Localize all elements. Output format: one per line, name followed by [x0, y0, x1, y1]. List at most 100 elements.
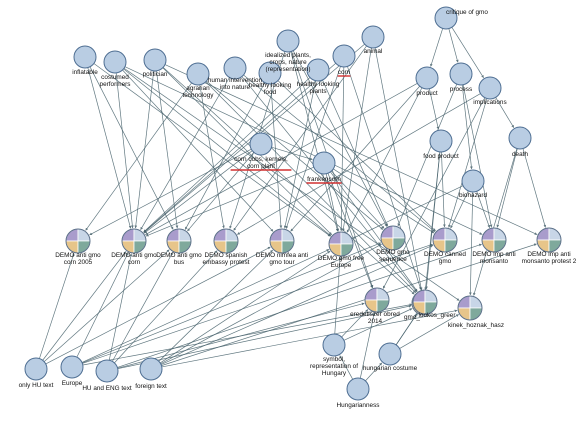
label-europe: Europe [62, 380, 83, 387]
node-circle [223, 56, 247, 80]
node-d_free[interactable] [328, 231, 354, 257]
node-healthyplants[interactable] [306, 58, 330, 82]
pie-outline [380, 225, 406, 251]
edge-politician-to-d_monsanto2 [164, 64, 538, 235]
node-d_sequence[interactable] [380, 225, 406, 251]
pie-outline [166, 228, 192, 254]
edge-europe-to-d_canned [82, 243, 433, 364]
edge-costumed-to-d_kinek [123, 67, 460, 301]
node-hungarianness[interactable] [346, 377, 370, 401]
node-critique[interactable] [434, 6, 458, 30]
node-healthyfood[interactable] [258, 61, 282, 85]
node-d_canned[interactable] [432, 227, 458, 253]
node-biohazard[interactable] [461, 169, 485, 193]
node-idealized[interactable] [276, 29, 300, 53]
node-implications[interactable] [478, 76, 502, 100]
pie-outline [65, 228, 91, 254]
edge-death-to-d_kinek [473, 148, 518, 296]
edge-human-to-d_corn [140, 77, 230, 230]
pie-outline [432, 227, 458, 253]
node-costumed[interactable] [103, 50, 127, 74]
edge-hungarianness-to-symbol [339, 355, 354, 380]
edge-politician-to-d_gmo [162, 67, 415, 295]
node-politician[interactable] [143, 48, 167, 72]
node-costume[interactable] [378, 342, 402, 366]
node-d_corn[interactable] [121, 228, 147, 254]
node-circle [306, 58, 330, 82]
edge-critique-to-product [430, 28, 444, 67]
node-product[interactable] [415, 66, 439, 90]
node-circle [434, 6, 458, 30]
pie-outline [364, 287, 390, 313]
label-d_lookos: lookos_greer [419, 312, 457, 319]
node-europe[interactable] [60, 355, 84, 379]
node-d_lookos[interactable] [412, 289, 438, 315]
node-circle [332, 44, 356, 68]
edge-europe-to-d_free [81, 249, 330, 363]
label-d_kinek: kinek_hoznak_hasz [448, 322, 504, 329]
node-foreign[interactable] [139, 357, 163, 381]
pie-outline [269, 228, 295, 254]
node-inflatable[interactable] [73, 45, 97, 69]
label-process: process [450, 86, 472, 93]
node-circle [24, 357, 48, 381]
node-d_monsanto[interactable] [481, 227, 507, 253]
edge-politician-to-d_corn [134, 70, 155, 229]
node-d_obred[interactable] [364, 287, 390, 313]
edge-healthyfood-to-d_canned [277, 80, 436, 232]
edge-hungarianness-to-d_obred [359, 312, 376, 379]
node-death[interactable] [508, 126, 532, 150]
node-d_bus[interactable] [166, 228, 192, 254]
edge-process-to-d_sequence [397, 84, 458, 227]
node-circle [73, 45, 97, 69]
edge-foodproduct-to-d_canned [441, 151, 446, 228]
node-symbol[interactable] [322, 333, 346, 357]
node-circle [249, 132, 273, 156]
node-onlyhu[interactable] [24, 357, 48, 381]
node-circle [103, 50, 127, 74]
edge-hueng-to-d_bus [112, 252, 174, 362]
label-animal: animal [364, 48, 383, 55]
edge-inflatable-to-d_bus [89, 66, 174, 230]
edge-death-to-d_monsanto2 [522, 148, 547, 228]
node-agrarian[interactable] [186, 62, 210, 86]
node-circle [346, 377, 370, 401]
edge-healthyplants-to-d_corn [143, 77, 311, 233]
pie-outline [457, 295, 483, 321]
edge-foreign-to-d_kinek [161, 309, 458, 368]
node-circle [95, 359, 119, 383]
node-d_nimfea[interactable] [269, 228, 295, 254]
edge-inflatable-to-d_corn [87, 67, 132, 229]
edge-foreign-to-d_sequence [160, 243, 382, 365]
edge-foreign-to-d_canned [160, 244, 434, 365]
node-circle [415, 66, 439, 90]
edge-foreign-to-d_nimfea [158, 249, 273, 362]
node-d_spanish[interactable] [213, 228, 239, 254]
edge-foreign-to-d_free [159, 250, 331, 364]
edge-inflatable-to-d_free [93, 63, 331, 237]
node-corn[interactable] [332, 44, 356, 68]
node-process[interactable] [449, 62, 473, 86]
node-corncobs[interactable] [249, 132, 273, 156]
edge-frankencorn-to-d_sequence [331, 170, 385, 229]
node-hueng[interactable] [95, 359, 119, 383]
node-human[interactable] [223, 56, 247, 80]
edge-animal-to-d_free [341, 47, 372, 232]
edge-process-to-biohazard [461, 84, 473, 170]
node-frankencorn[interactable] [312, 151, 336, 175]
node-d_kinek[interactable] [457, 295, 483, 321]
node-animal[interactable] [361, 25, 385, 49]
node-circle [322, 333, 346, 357]
node-d_monsanto2[interactable] [536, 227, 562, 253]
node-d_corn2005[interactable] [65, 228, 91, 254]
label-product: product [416, 90, 438, 97]
pie-outline [213, 228, 239, 254]
edge-animal-to-d_gmo [374, 47, 423, 291]
node-foodproduct[interactable] [429, 129, 453, 153]
